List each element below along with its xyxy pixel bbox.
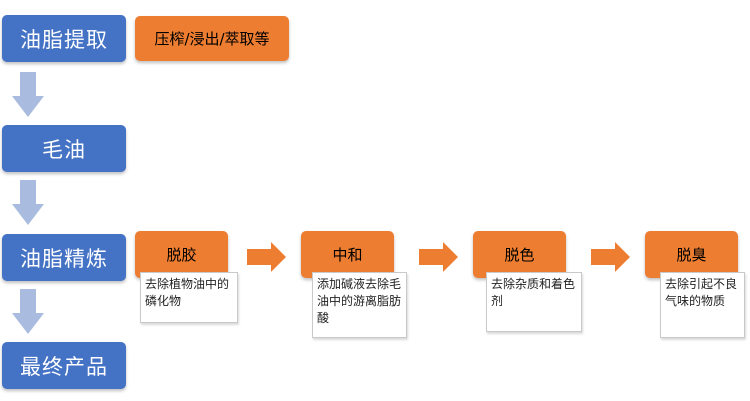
down-arrow-icon <box>12 289 44 334</box>
stage-oil-refining: 油脂精炼 <box>2 234 126 281</box>
step-degumming: 脱胶 <box>135 231 228 278</box>
right-arrow-icon <box>419 242 458 272</box>
stage-oil-extraction: 油脂提取 <box>2 15 126 62</box>
note-neutralization: 添加碱液去除毛油中的游离脂肪酸 <box>312 272 407 338</box>
note-degumming: 去除植物油中的磷化物 <box>140 272 238 323</box>
down-arrow-icon <box>12 72 44 117</box>
note-deodorization: 去除引起不良气味的物质 <box>660 272 745 338</box>
stage-crude-oil: 毛油 <box>2 125 126 172</box>
right-arrow-icon <box>591 242 630 272</box>
step-decolorization: 脱色 <box>473 231 566 278</box>
step-neutralization: 中和 <box>301 231 394 278</box>
extraction-methods-box: 压榨/浸出/萃取等 <box>135 16 289 61</box>
down-arrow-icon <box>12 180 44 225</box>
right-arrow-icon <box>247 242 286 272</box>
step-deodorization: 脱臭 <box>645 231 738 278</box>
stage-final-product: 最终产品 <box>2 342 126 389</box>
note-decolorization: 去除杂质和着色剂 <box>486 272 582 332</box>
